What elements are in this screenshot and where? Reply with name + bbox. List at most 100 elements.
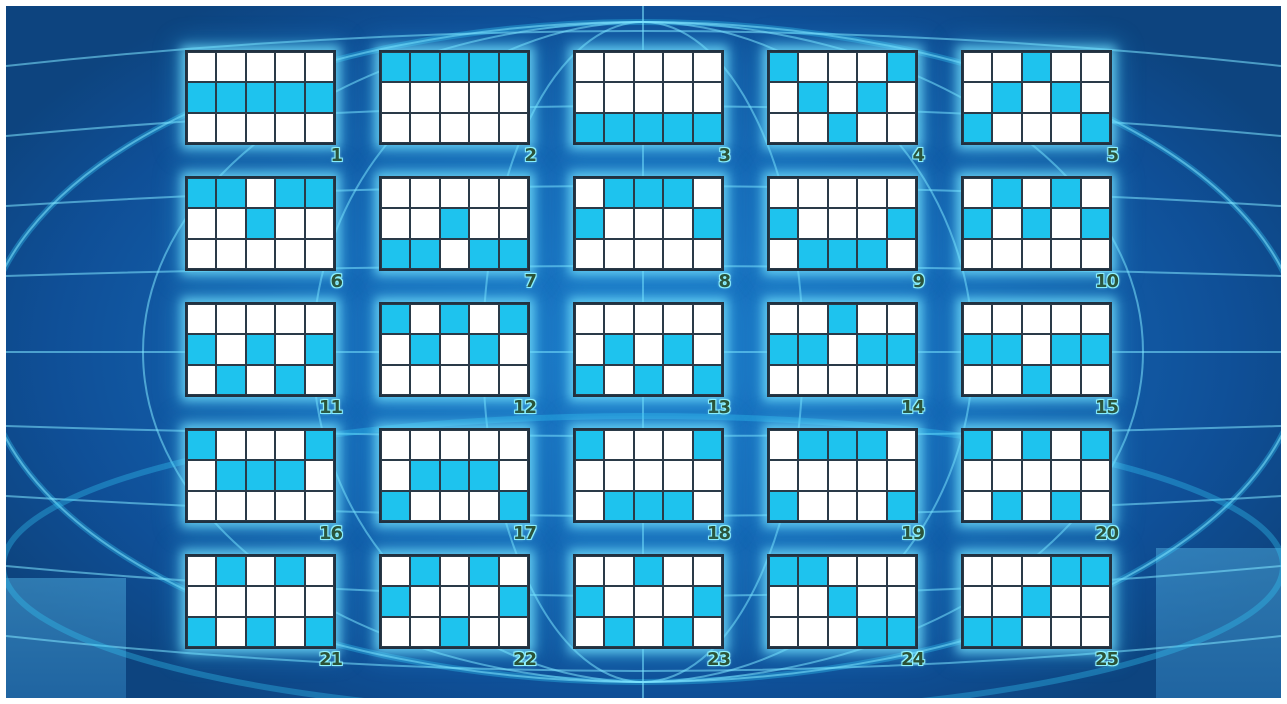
payline-cell: [382, 209, 409, 237]
payline-cell-active: [694, 431, 721, 459]
payline-cell-active: [664, 335, 691, 363]
payline-cell: [411, 179, 438, 207]
payline-cell-active: [276, 179, 303, 207]
payline-cell: [441, 587, 468, 615]
payline-cell-active: [605, 114, 632, 142]
payline-cell-active: [1023, 587, 1050, 615]
payline-cell-active: [1082, 209, 1109, 237]
payline-cell: [576, 179, 603, 207]
payline-cell: [694, 53, 721, 81]
payline-cell: [635, 305, 662, 333]
payline-cell: [188, 114, 215, 142]
payline-cell-active: [470, 461, 497, 489]
payline-cell: [1082, 179, 1109, 207]
payline-cell: [993, 431, 1020, 459]
payline-cell-active: [470, 53, 497, 81]
payline-number: 6: [330, 271, 342, 292]
payline-cell: [888, 83, 915, 111]
payline-cell-active: [799, 83, 826, 111]
payline-number: 25: [1095, 649, 1118, 670]
payline-cell: [964, 179, 991, 207]
payline-cell: [770, 587, 797, 615]
payline-card: 10: [956, 173, 1120, 299]
payline-card: 14: [762, 299, 926, 425]
payline-cell: [858, 492, 885, 520]
payline-pattern: [573, 428, 724, 523]
payline-cell: [1052, 431, 1079, 459]
payline-cell: [188, 209, 215, 237]
payline-cell-active: [500, 492, 527, 520]
payline-cell: [1052, 53, 1079, 81]
payline-cell: [188, 587, 215, 615]
payline-card: 17: [374, 425, 538, 551]
payline-cell: [858, 179, 885, 207]
payline-cell: [799, 366, 826, 394]
payline-card: 7: [374, 173, 538, 299]
payline-cell: [605, 366, 632, 394]
payline-pattern: [379, 50, 530, 145]
payline-cell: [799, 618, 826, 646]
payline-cell: [770, 305, 797, 333]
payline-pattern: [961, 554, 1112, 649]
payline-cell-active: [799, 431, 826, 459]
payline-cell: [1023, 618, 1050, 646]
payline-cell: [217, 209, 244, 237]
payline-cell-active: [188, 335, 215, 363]
payline-cell-active: [411, 240, 438, 268]
payline-cell-active: [964, 114, 991, 142]
payline-cell: [188, 240, 215, 268]
payline-number: 15: [1095, 397, 1118, 418]
payline-cell: [858, 366, 885, 394]
payline-cell: [576, 305, 603, 333]
payline-card: 25: [956, 551, 1120, 677]
payline-cell-active: [382, 587, 409, 615]
payline-grid: 1234567891011121314151617181920212223242…: [180, 47, 1124, 679]
payline-cell: [576, 461, 603, 489]
payline-card: 2: [374, 47, 538, 173]
payline-pattern: [961, 428, 1112, 523]
payline-cell: [276, 431, 303, 459]
payline-cell-active: [664, 114, 691, 142]
payline-pattern: [767, 302, 918, 397]
payline-cell: [306, 209, 333, 237]
payline-cell: [664, 461, 691, 489]
payline-cell: [1023, 83, 1050, 111]
payline-cell: [1082, 240, 1109, 268]
payline-pattern: [379, 554, 530, 649]
payline-cell: [441, 335, 468, 363]
payline-cell: [1082, 492, 1109, 520]
payline-cell: [635, 461, 662, 489]
payline-cell: [382, 461, 409, 489]
payline-cell: [664, 240, 691, 268]
payline-cell: [858, 305, 885, 333]
payline-cell: [382, 618, 409, 646]
payline-number: 3: [718, 145, 730, 166]
payline-cell-active: [1082, 557, 1109, 585]
payline-cell: [1082, 53, 1109, 81]
payline-cell: [217, 587, 244, 615]
payline-card: 16: [180, 425, 344, 551]
payline-cell: [635, 209, 662, 237]
payline-cell-active: [411, 53, 438, 81]
payline-cell: [858, 587, 885, 615]
payline-cell-active: [799, 240, 826, 268]
payline-cell: [664, 431, 691, 459]
payline-cell: [411, 431, 438, 459]
payline-cell: [694, 335, 721, 363]
payline-cell: [964, 366, 991, 394]
payline-cell: [829, 492, 856, 520]
payline-cell-active: [276, 366, 303, 394]
payline-cell: [411, 305, 438, 333]
payline-cell: [888, 179, 915, 207]
payline-number: 19: [901, 523, 924, 544]
payline-cell: [188, 461, 215, 489]
payline-cell: [441, 83, 468, 111]
payline-cell: [888, 431, 915, 459]
payline-cell-active: [188, 83, 215, 111]
payline-cell-active: [964, 335, 991, 363]
payline-cell: [888, 587, 915, 615]
payline-cell: [576, 618, 603, 646]
payline-cell: [247, 53, 274, 81]
payline-cell-active: [605, 618, 632, 646]
